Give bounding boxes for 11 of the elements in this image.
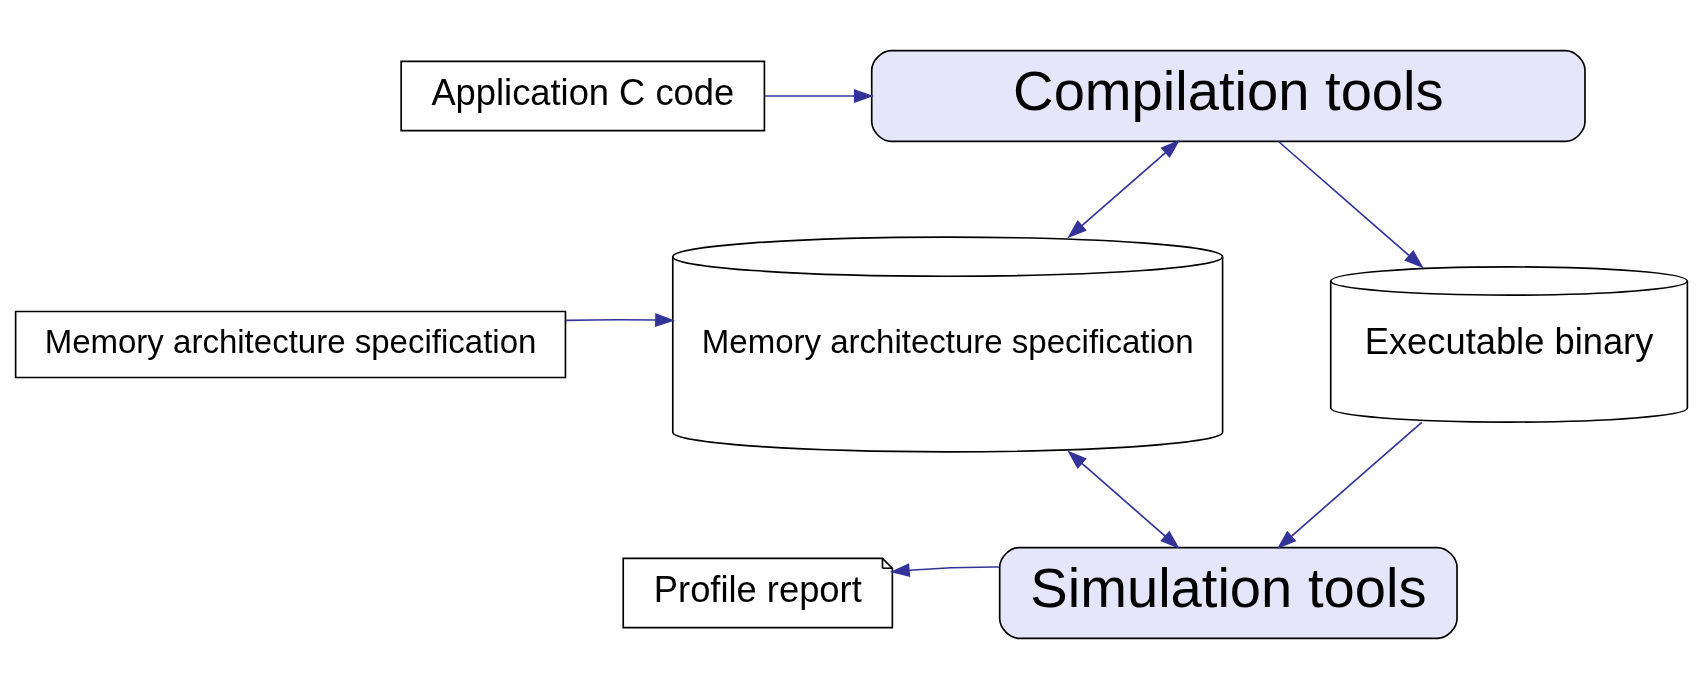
arrow	[565, 312, 675, 327]
arrow	[889, 562, 1001, 577]
node-box: Memory architecture specification	[14, 310, 567, 378]
node-box: Simulation tools	[998, 546, 1458, 639]
node-box: Compilation tools	[870, 49, 1586, 142]
node-box: Application C code	[400, 60, 766, 131]
arrow	[1067, 450, 1180, 549]
arrow	[1067, 139, 1181, 238]
arrow	[1276, 421, 1423, 549]
arrow	[764, 88, 874, 103]
arrow	[1277, 140, 1424, 268]
